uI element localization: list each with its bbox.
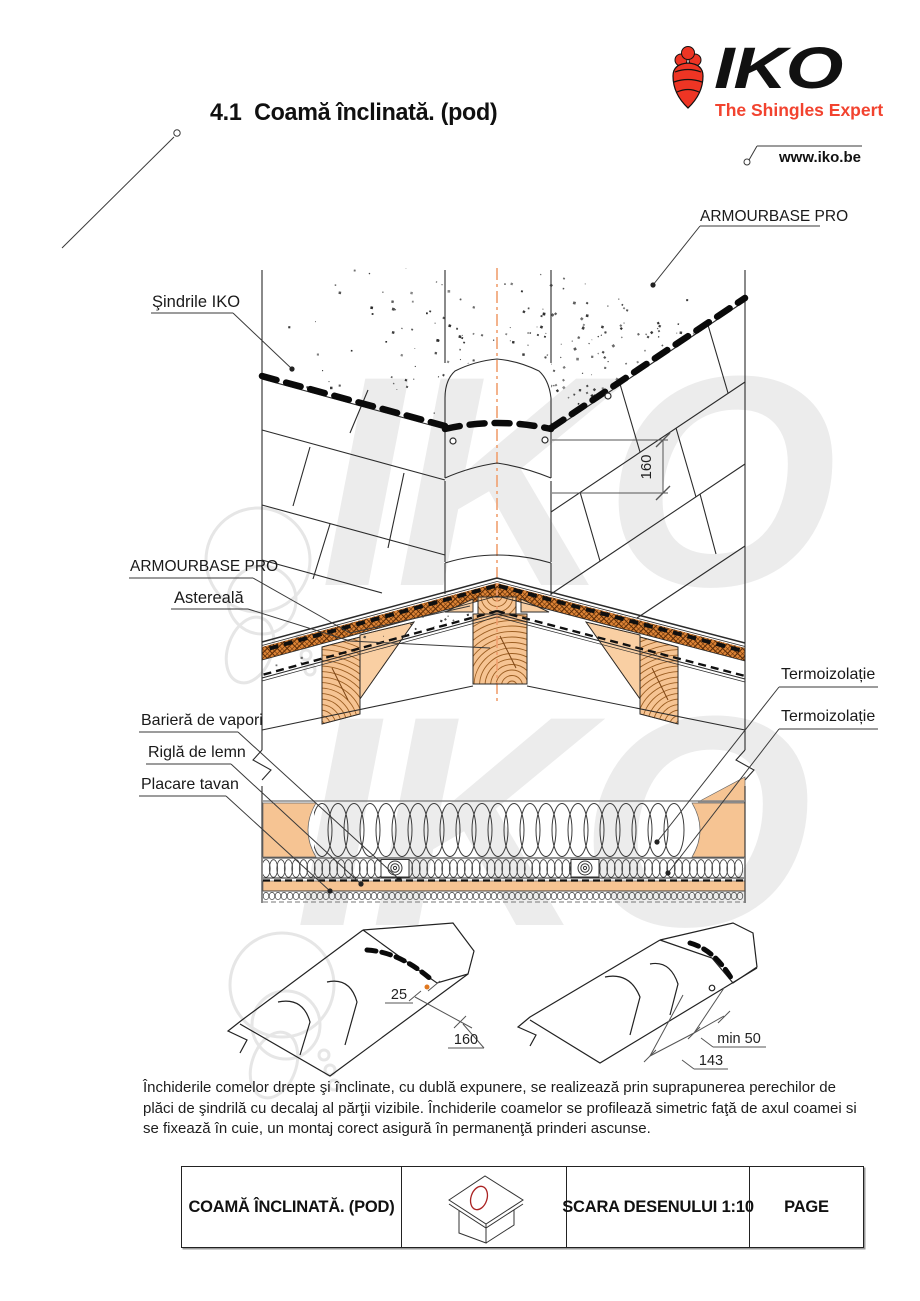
dim-25-text: 25 (391, 987, 407, 1003)
dim-160-text: 160 (638, 454, 655, 479)
ceiling-zigzag (263, 892, 744, 900)
house-icon-cell (401, 1167, 566, 1247)
label-insulation-top: Termoizolație (781, 666, 876, 683)
brand-text: IKO (714, 36, 843, 101)
label-ceiling-cladding: Placare tavan (141, 776, 239, 793)
label-shingles: Şindrile IKO (152, 293, 241, 311)
description-paragraph: Închiderile comelor drepte şi înclinate,… (143, 1079, 857, 1138)
label-armourbase-left: ARMOURBASE PRO (130, 558, 279, 575)
label-sheathing: Astereală (174, 589, 244, 607)
detail-ridge-spaced: min 50 143 (516, 922, 766, 1070)
dimension-exposure: 160 (552, 432, 671, 501)
insulation-loops (314, 803, 685, 857)
section-number: 4.1 (210, 99, 242, 126)
label-leaders (61, 129, 878, 894)
dim-160b-text: 160 (454, 1032, 478, 1048)
brand-tagline: The Shingles Expert (715, 100, 884, 120)
page-title: 4.1 Coamă înclinată. (pod) (210, 99, 498, 127)
dowel-details (380, 859, 600, 878)
drawing-lines (252, 268, 755, 903)
label-armourbase-top: ARMOURBASE PRO (700, 208, 849, 225)
detail-ridge-closed: 25 160 (226, 922, 485, 1077)
iko-helmet-icon (672, 46, 704, 109)
section-title: Coamă înclinată. (pod) (254, 99, 498, 126)
label-insulation-bottom: Termoizolație (781, 708, 876, 725)
label-vapor-barrier: Barieră de vapori (141, 712, 263, 729)
scale-cell: SCARA DESENULUI 1:10 (562, 1167, 754, 1247)
dim-min50-text: min 50 (717, 1031, 761, 1047)
svg-text:IKO: IKO (320, 313, 834, 649)
website-link[interactable]: www.iko.be (779, 149, 861, 166)
iko-logo: IKO The Shingles Expert (664, 40, 884, 122)
drawing-title-cell: COAMĂ ÎNCLINATĂ. (POD) (188, 1197, 395, 1216)
dim-143-text: 143 (699, 1053, 723, 1069)
house-icon (447, 1175, 524, 1244)
label-wood-batten: Riglă de lemn (148, 744, 246, 761)
title-block: COAMĂ ÎNCLINATĂ. (POD) SCARA DESENULUI 1… (181, 1166, 864, 1248)
page-cell: PAGE (749, 1167, 863, 1247)
